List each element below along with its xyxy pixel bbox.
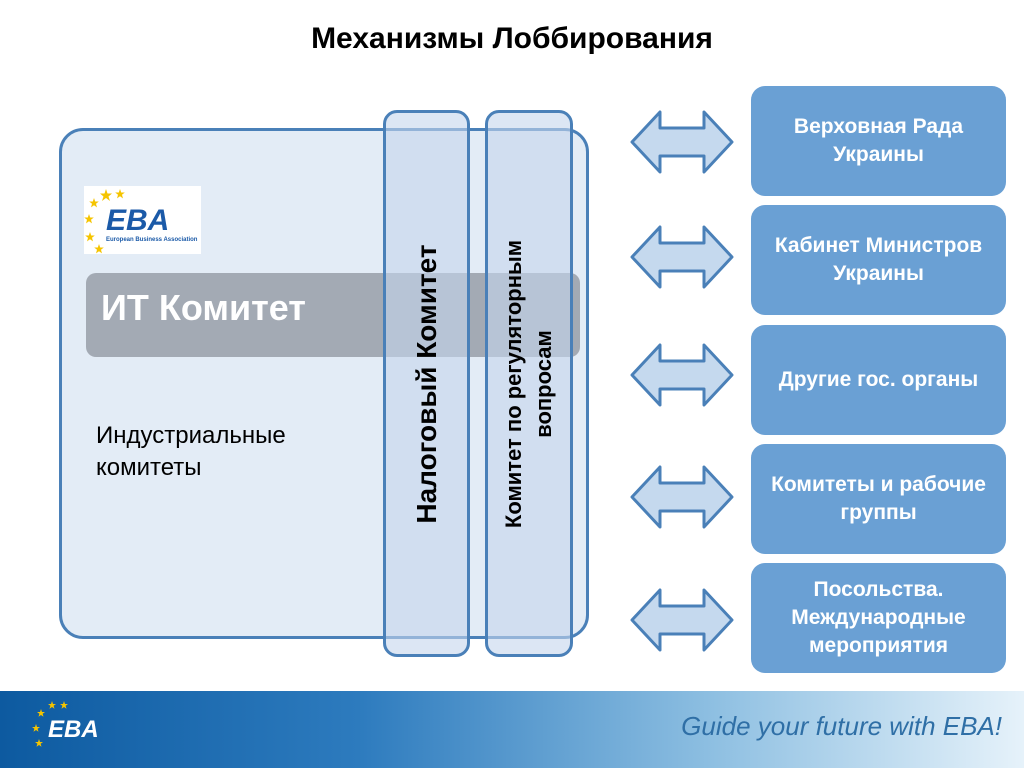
other-state-bodies-box: Другие гос. органы — [751, 325, 1006, 435]
logo-stars-icon — [84, 189, 125, 254]
regulatory-committee-label: Комитет по регуляторным вопросам — [501, 239, 556, 528]
double-arrow-icon — [630, 110, 734, 174]
it-committee-label: ИТ Комитет — [101, 287, 306, 328]
tax-committee-column: Налоговый Комитет — [383, 110, 470, 657]
industrial-committees-label: Индустриальные комитеты — [96, 422, 286, 481]
footer-eba-logo: EBA — [32, 701, 99, 747]
cabinet-ministers-box: Кабинет Министров Украины — [751, 205, 1006, 315]
double-arrow-icon — [630, 588, 734, 652]
svg-text:EBA: EBA — [48, 716, 99, 743]
double-arrow-icon — [630, 343, 734, 407]
regulatory-committee-column: Комитет по регуляторным вопросам — [485, 110, 573, 657]
committees-working-groups-box: Комитеты и рабочие группы — [751, 444, 1006, 554]
tax-committee-label: Налоговый Комитет — [410, 243, 442, 524]
eba-logo: EBA European Business Association — [84, 186, 201, 254]
double-arrow-icon — [630, 465, 734, 529]
verkhovna-rada-box: Верховная Рада Украины — [751, 86, 1006, 196]
svg-text:European Business Association: European Business Association — [106, 237, 198, 243]
double-arrow-icon — [630, 225, 734, 289]
footer-stars-icon — [32, 701, 68, 747]
embassies-events-box: Посольства. Международные мероприятия — [751, 563, 1006, 673]
footer-slogan: Guide your future with EBA! — [681, 711, 1002, 741]
footer-bar: EBA Guide your future with EBA! — [0, 691, 1024, 768]
svg-text:EBA: EBA — [106, 204, 169, 237]
page-title: Механизмы Лоббирования — [311, 22, 713, 55]
